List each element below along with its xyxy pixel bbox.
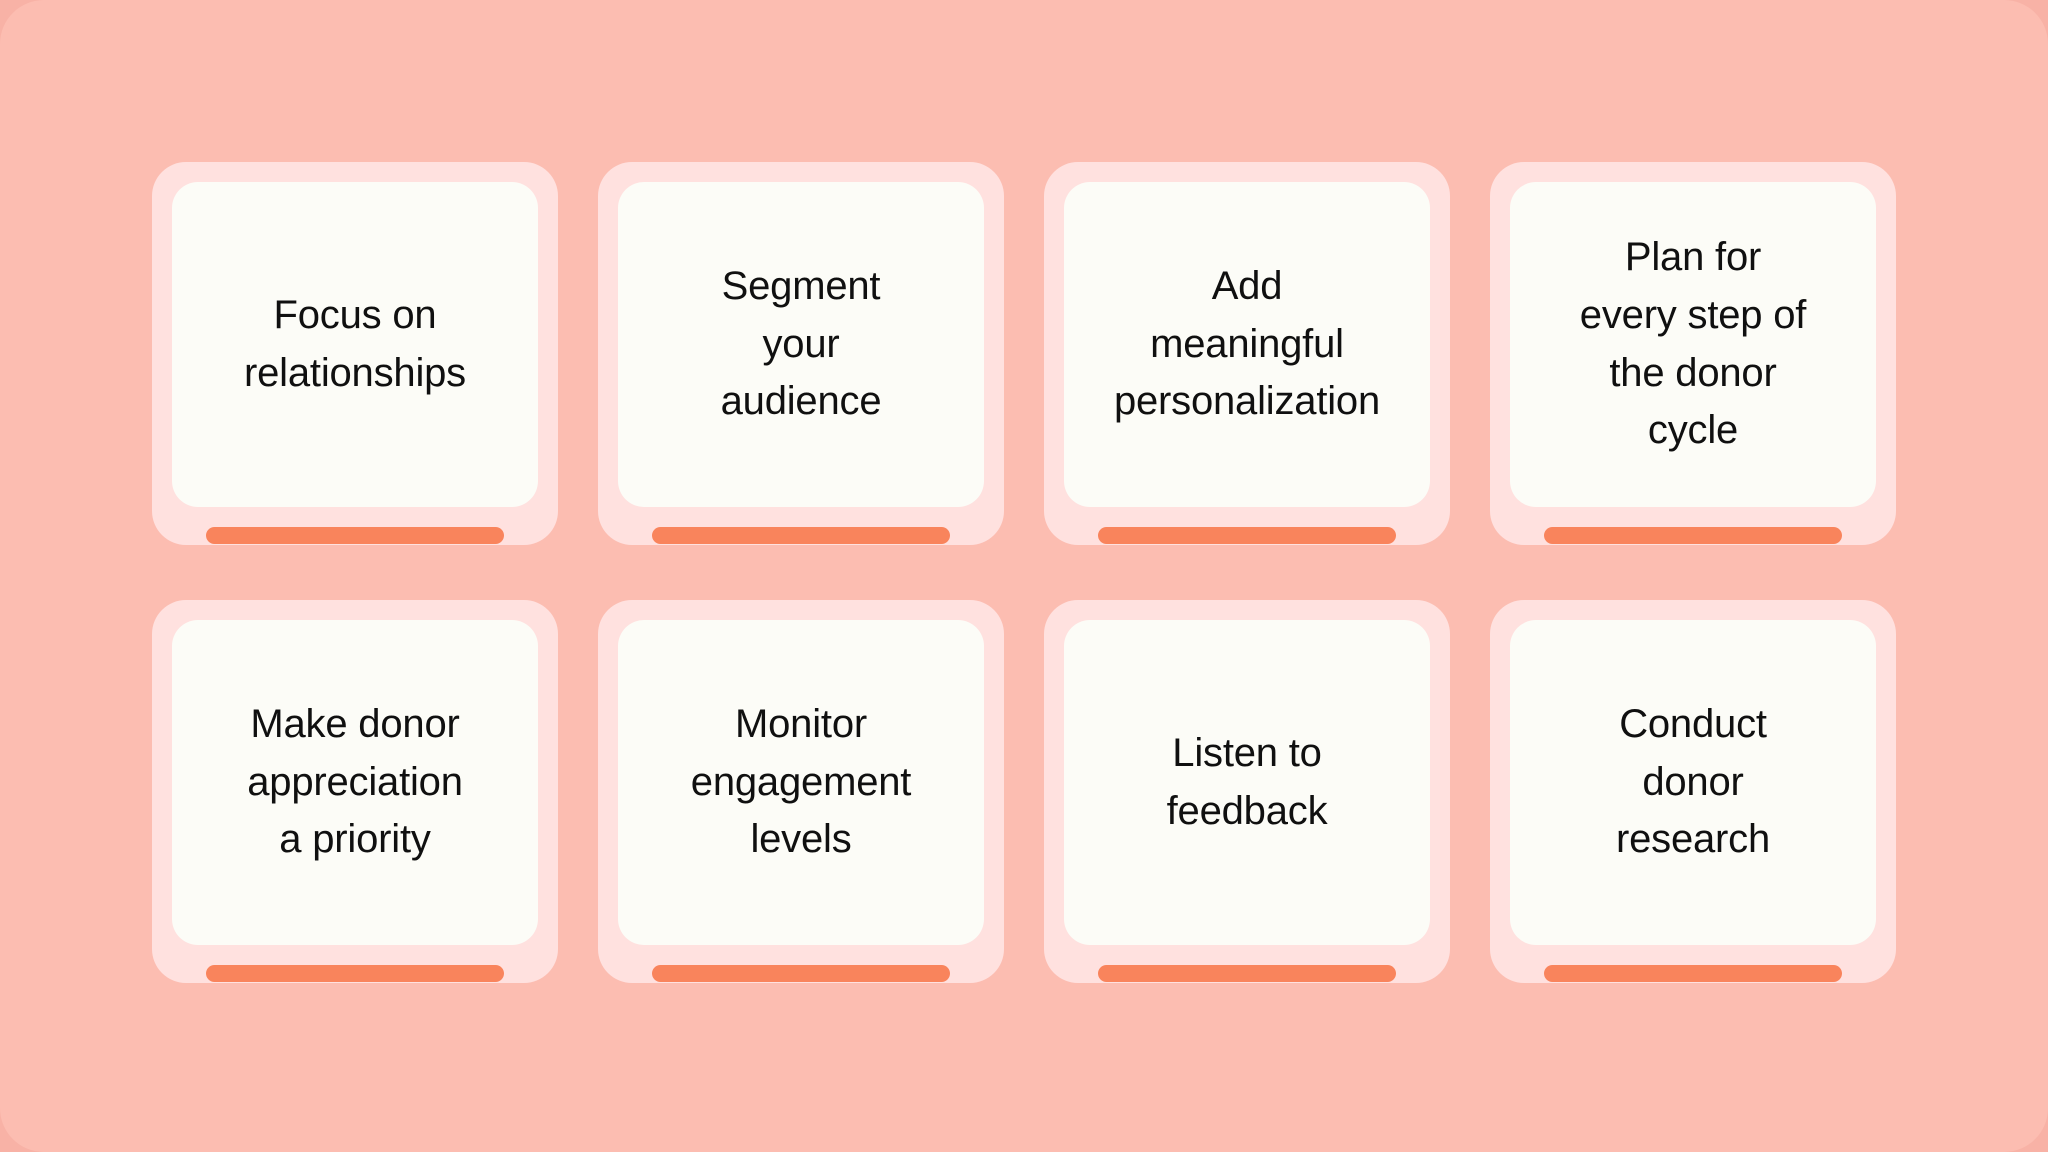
card-tile[interactable]: Add meaningful personalization [1044, 162, 1450, 582]
card-face: Make donor appreciation a priority [172, 620, 538, 945]
card-accent-bar [1544, 527, 1842, 544]
card-accent-bar [652, 527, 950, 544]
card-tile[interactable]: Focus on relationships [152, 162, 558, 582]
card-label: Conduct donor research [1615, 702, 1771, 862]
card-shell: Segment your audience [598, 162, 1004, 545]
card-tile[interactable]: Plan for every step of the donor cycle [1490, 162, 1896, 582]
card-label: Make donor appreciation a priority [247, 702, 463, 862]
card-label: Focus on relationships [244, 292, 466, 395]
card-label: Plan for every step of the donor cycle [1579, 235, 1807, 453]
card-label: Segment your audience [720, 264, 882, 424]
card-face: Conduct donor research [1510, 620, 1876, 945]
card-accent-bar [206, 965, 504, 982]
card-accent-bar [1544, 965, 1842, 982]
card-face: Focus on relationships [172, 182, 538, 507]
card-shell: Plan for every step of the donor cycle [1490, 162, 1896, 545]
card-shell: Make donor appreciation a priority [152, 600, 558, 983]
card-label: Monitor engagement levels [690, 702, 912, 862]
card-face: Monitor engagement levels [618, 620, 984, 945]
card-tile[interactable]: Make donor appreciation a priority [152, 600, 558, 1020]
card-label: Listen to feedback [1166, 730, 1328, 833]
card-shell: Listen to feedback [1044, 600, 1450, 983]
card-tile[interactable]: Listen to feedback [1044, 600, 1450, 1020]
card-tile[interactable]: Conduct donor research [1490, 600, 1896, 1020]
card-shell: Monitor engagement levels [598, 600, 1004, 983]
card-shell: Add meaningful personalization [1044, 162, 1450, 545]
card-accent-bar [206, 527, 504, 544]
card-shell: Focus on relationships [152, 162, 558, 545]
card-face: Plan for every step of the donor cycle [1510, 182, 1876, 507]
card-face: Segment your audience [618, 182, 984, 507]
card-label: Add meaningful personalization [1113, 264, 1381, 424]
card-accent-bar [1098, 965, 1396, 982]
card-tile[interactable]: Segment your audience [598, 162, 1004, 582]
card-accent-bar [1098, 527, 1396, 544]
card-tile[interactable]: Monitor engagement levels [598, 600, 1004, 1020]
card-shell: Conduct donor research [1490, 600, 1896, 983]
card-grid: Focus on relationships Segment your audi… [152, 162, 1896, 1020]
card-face: Listen to feedback [1064, 620, 1430, 945]
card-face: Add meaningful personalization [1064, 182, 1430, 507]
card-accent-bar [652, 965, 950, 982]
